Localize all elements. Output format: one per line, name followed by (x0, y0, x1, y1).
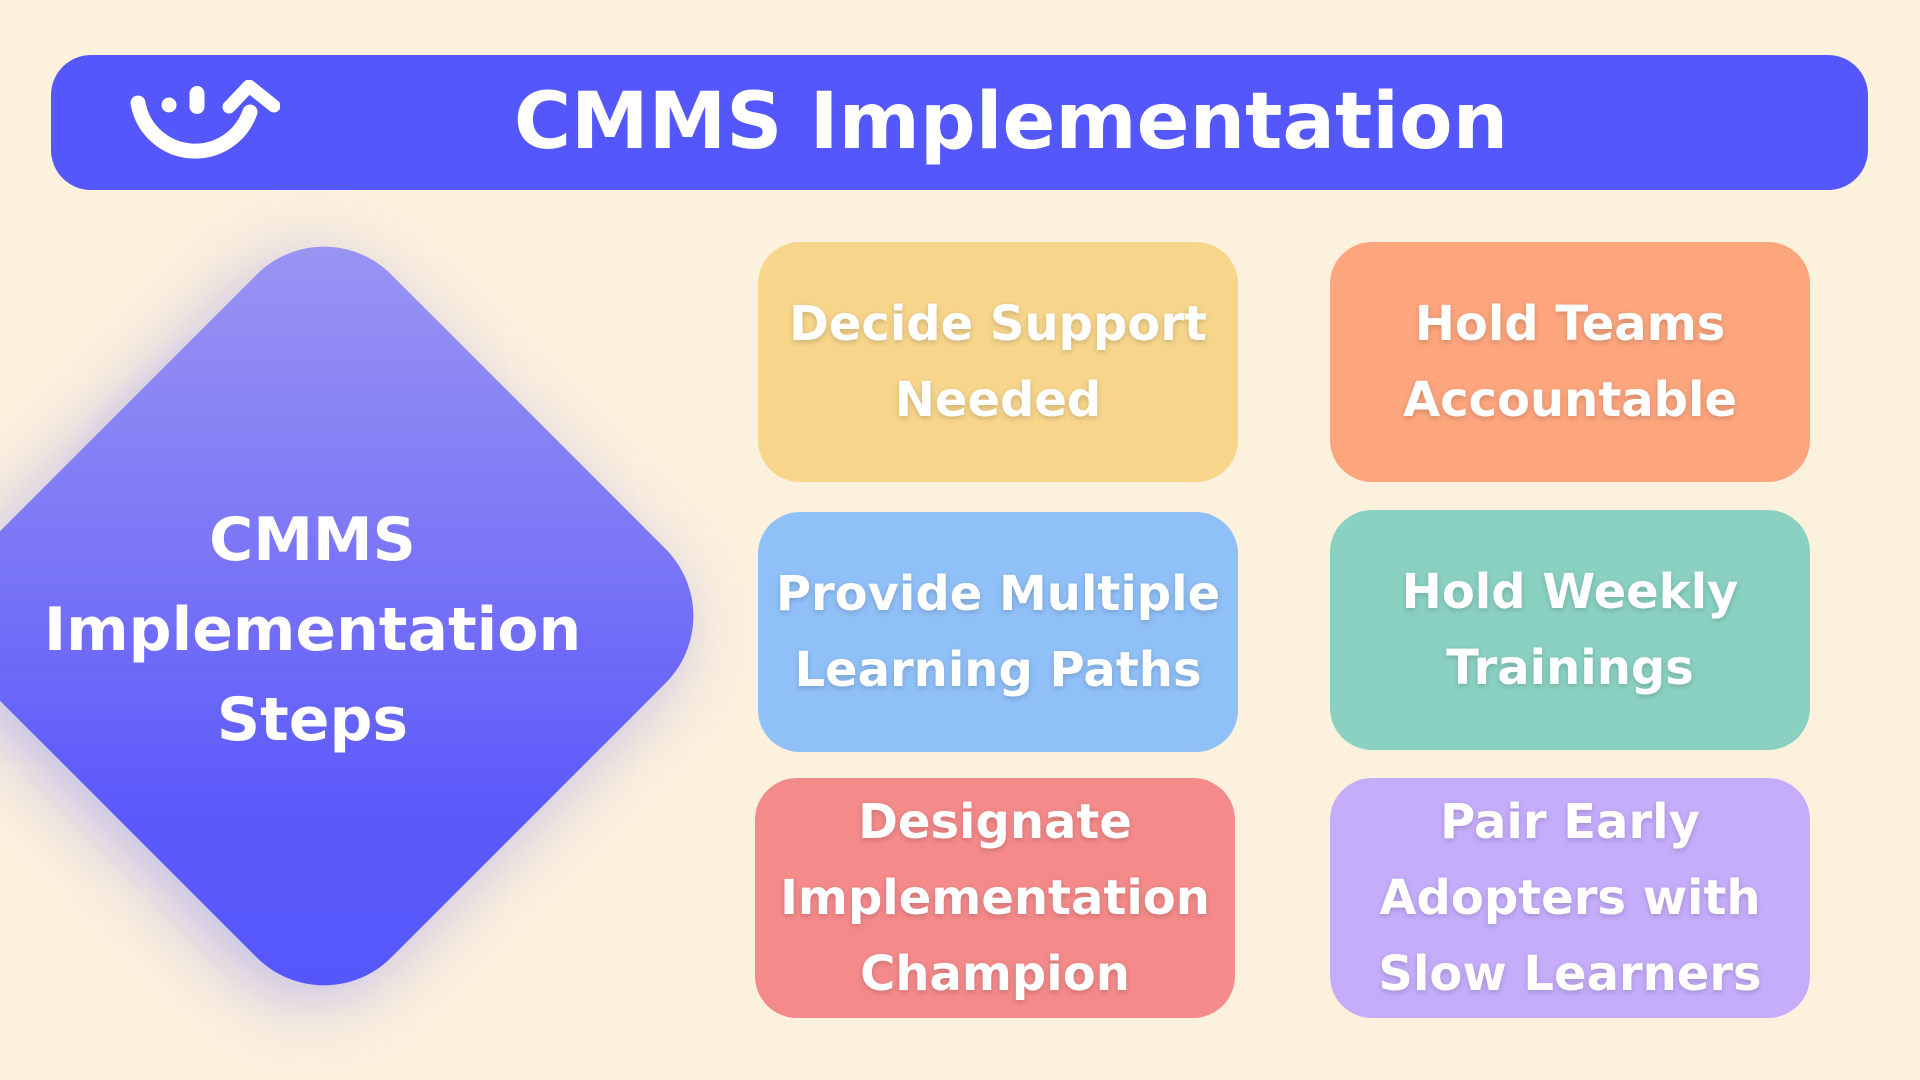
step-card-pair-early-adopters: Pair Early Adopters with Slow Learners (1330, 778, 1810, 1018)
step-card-line: Pair Early (1440, 794, 1700, 850)
step-card-line: Slow Learners (1378, 946, 1762, 1002)
step-card-line: Hold Teams (1414, 296, 1726, 352)
center-label-line: Steps (216, 685, 409, 755)
step-card-line: Champion (860, 946, 1130, 1002)
step-card-line: Needed (894, 372, 1102, 428)
step-card-line: Designate (858, 794, 1132, 850)
step-card-line: Hold Weekly (1401, 564, 1739, 620)
step-card-line: Implementation (780, 870, 1210, 926)
step-card-hold-teams-accountable: Hold Teams Accountable (1330, 242, 1810, 482)
step-card-multiple-learning-paths: Provide Multiple Learning Paths (758, 512, 1238, 752)
step-card-line: Adopters with (1379, 870, 1761, 926)
logo-eye-right (189, 86, 205, 114)
header-bar: CMMS Implementation (51, 55, 1868, 190)
step-card-decide-support: Decide Support Needed (758, 242, 1238, 482)
logo-smile-arc (130, 95, 258, 159)
center-label-line: CMMS (209, 505, 416, 575)
step-card-line: Decide Support (789, 296, 1207, 352)
step-card-weekly-trainings: Hold Weekly Trainings (1330, 510, 1810, 750)
step-card-line: Trainings (1446, 640, 1694, 696)
step-card-line: Accountable (1402, 372, 1738, 428)
center-diamond-label: CMMS Implementation Steps (20, 495, 605, 765)
step-card-line: Learning Paths (794, 642, 1202, 698)
logo-eye-left (161, 97, 177, 113)
smile-arrow-logo-icon (130, 80, 280, 159)
center-label-line: Implementation (43, 595, 582, 665)
step-card-line: Provide Multiple (775, 566, 1221, 622)
step-card-implementation-champion: Designate Implementation Champion (755, 778, 1235, 1018)
logo-arrow-head (222, 80, 280, 114)
page-title: CMMS Implementation (513, 77, 1509, 167)
